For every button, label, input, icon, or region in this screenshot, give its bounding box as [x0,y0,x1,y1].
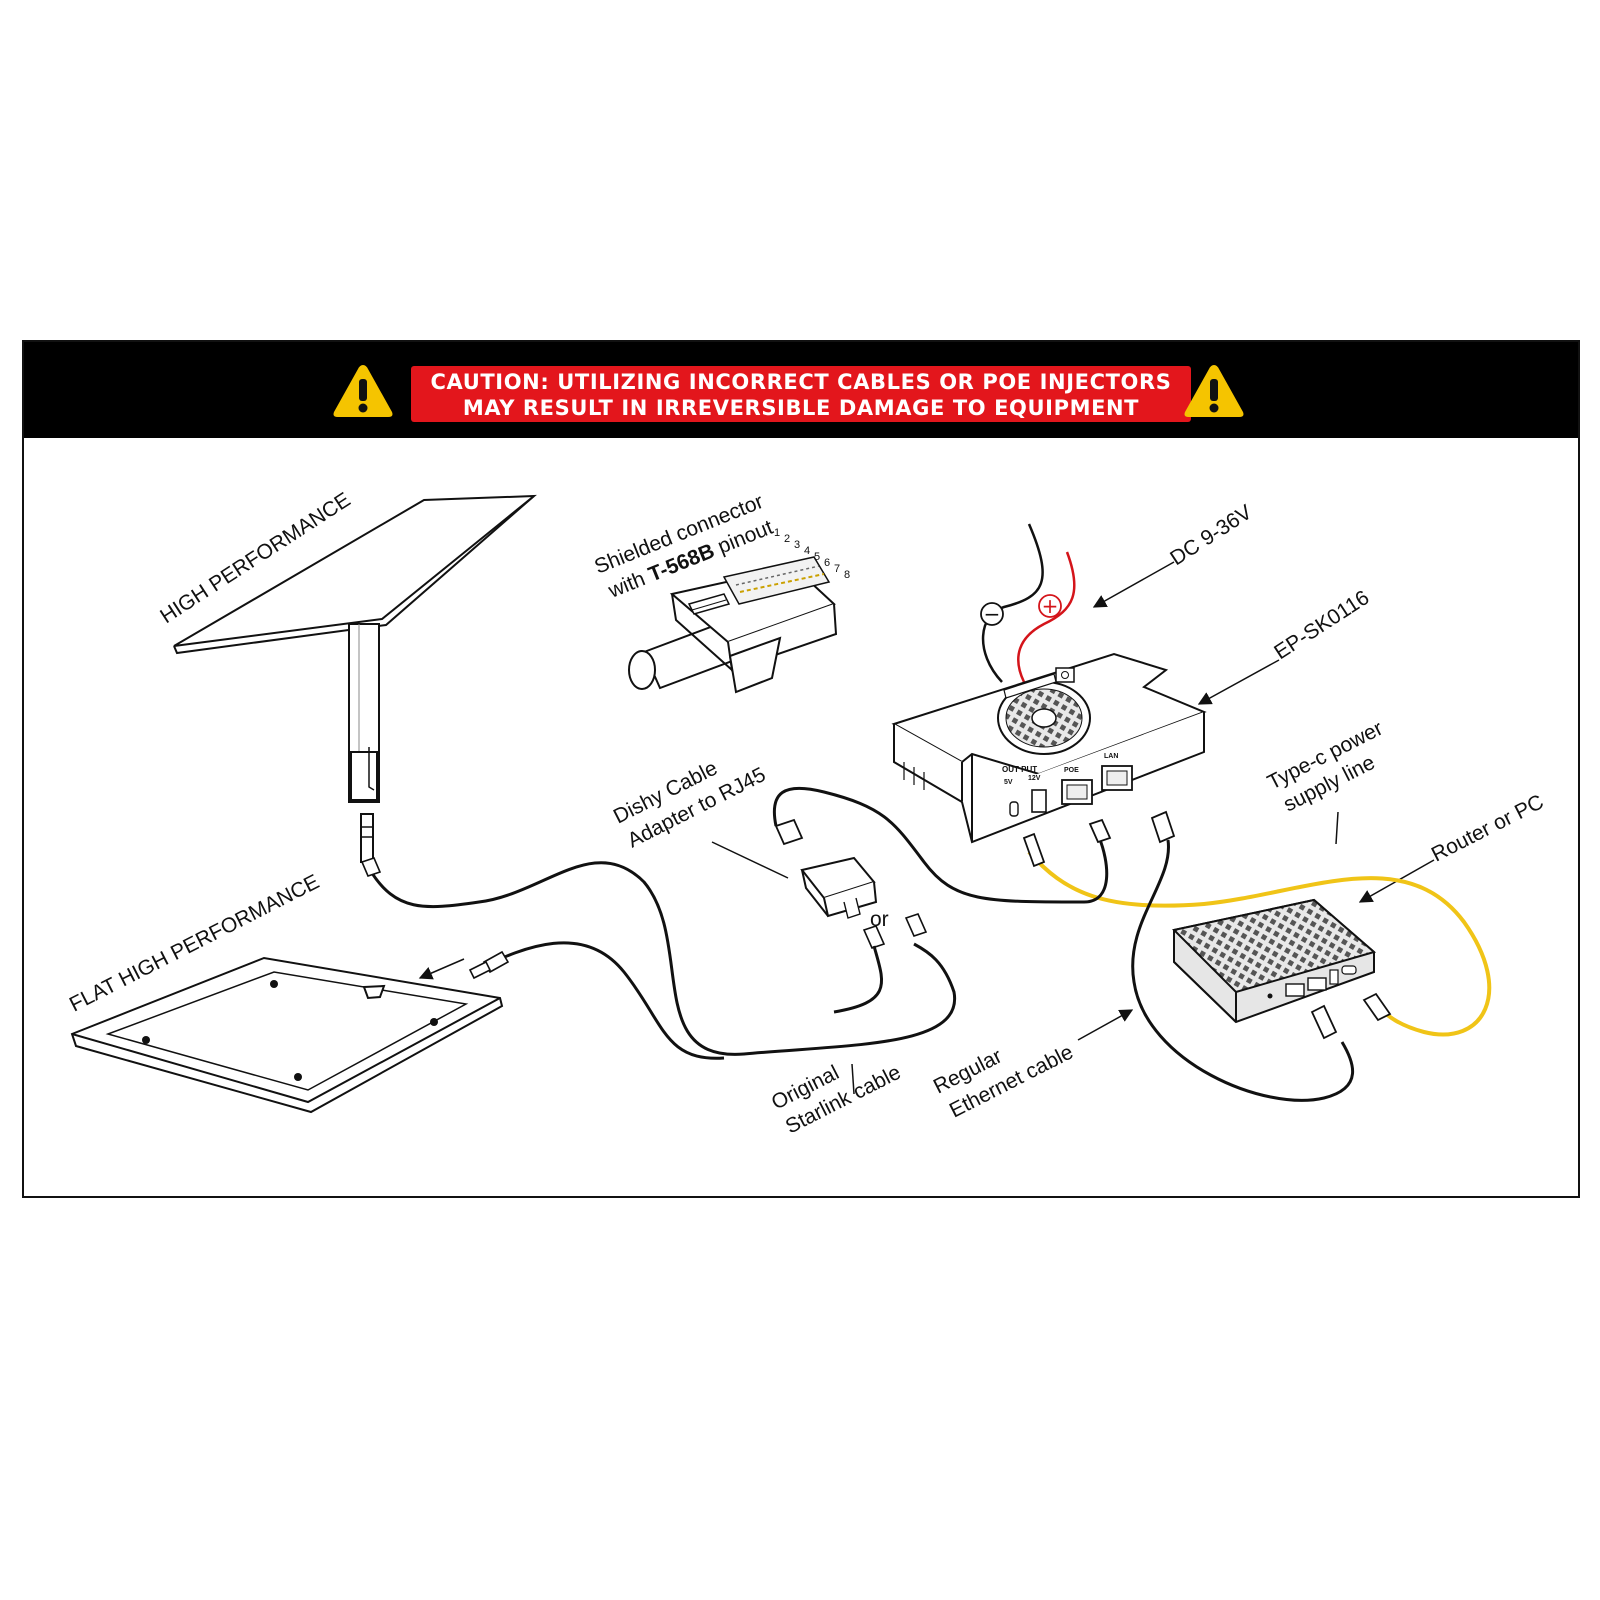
dishy-leader-line [711,841,789,879]
original-cable-leader-line [851,1063,855,1095]
warning-triangle-icon [1184,365,1244,417]
shielded-connector [628,556,838,694]
pin-number: 4 [804,545,810,557]
type-c-cable [1022,832,1492,1037]
warning-triangle-icon [333,365,393,417]
caution-message: CAUTION: UTILIZING INCORRECT CABLES OR P… [411,366,1191,422]
router-device [1171,898,1377,1024]
router-usb-port [1329,969,1339,985]
router-usb-c-port [1341,965,1357,975]
router-label: Router or PC [1428,790,1548,866]
5v-label: 5V [1004,779,1013,786]
pin-number: 1 [774,527,780,539]
output-label: OUT PUT [1002,765,1037,774]
or-label: or [870,908,889,931]
pin-number: 7 [834,563,840,575]
high-performance-dish [173,494,537,863]
ethernet-cable [1131,810,1354,1102]
typec-leader-line [1335,811,1339,845]
lan-port-label: LAN [1104,753,1118,760]
plus-sign: + [1042,594,1059,618]
wiring-diagram: HIGH PERFORMANCE FLAT HIGH PERFORMANCE [66,488,1548,1138]
ethernet-arrow [1077,1009,1134,1041]
pin-number: 8 [844,569,850,581]
usb-c-port [1009,801,1019,817]
minus-sign: − [984,602,1001,626]
rj45-adapter [772,786,1112,1014]
device-arrow [1197,659,1280,705]
usb-a-port [1031,789,1047,813]
power-button-icon [1055,667,1075,683]
plus-polarity-icon [1038,594,1062,618]
ep-sk0116-device: OUT PUT 5V 12V POE LAN [891,652,1207,844]
caution-line-1: CAUTION: UTILIZING INCORRECT CABLES OR P… [430,370,1172,394]
dc-arrow [1092,561,1175,608]
poe-port-label: POE [1064,767,1079,774]
minus-polarity-icon [980,602,1004,626]
pin-number: 2 [784,533,790,545]
device-model-label: EP-SK0116 [1270,586,1373,664]
dc-power-wires: − + [980,523,1076,683]
diagram-frame: CAUTION: UTILIZING INCORRECT CABLES OR P… [22,340,1580,1198]
router-port-2 [1307,977,1327,991]
dc-voltage-label: DC 9-36V [1166,501,1256,571]
pin-number: 3 [794,539,800,551]
flat-dish-arrow [418,958,465,980]
router-port-1 [1285,983,1305,997]
caution-line-2: MAY RESULT IN IRREVERSIBLE DAMAGE TO EQU… [462,396,1140,420]
12v-label: 12V [1028,775,1041,782]
flat-high-performance-dish [70,956,504,1114]
pin-number: 5 [814,551,820,563]
dishy-starlink-cable [360,857,957,1060]
pin-number: 6 [824,557,830,569]
caution-banner: CAUTION: UTILIZING INCORRECT CABLES OR P… [24,342,1578,438]
